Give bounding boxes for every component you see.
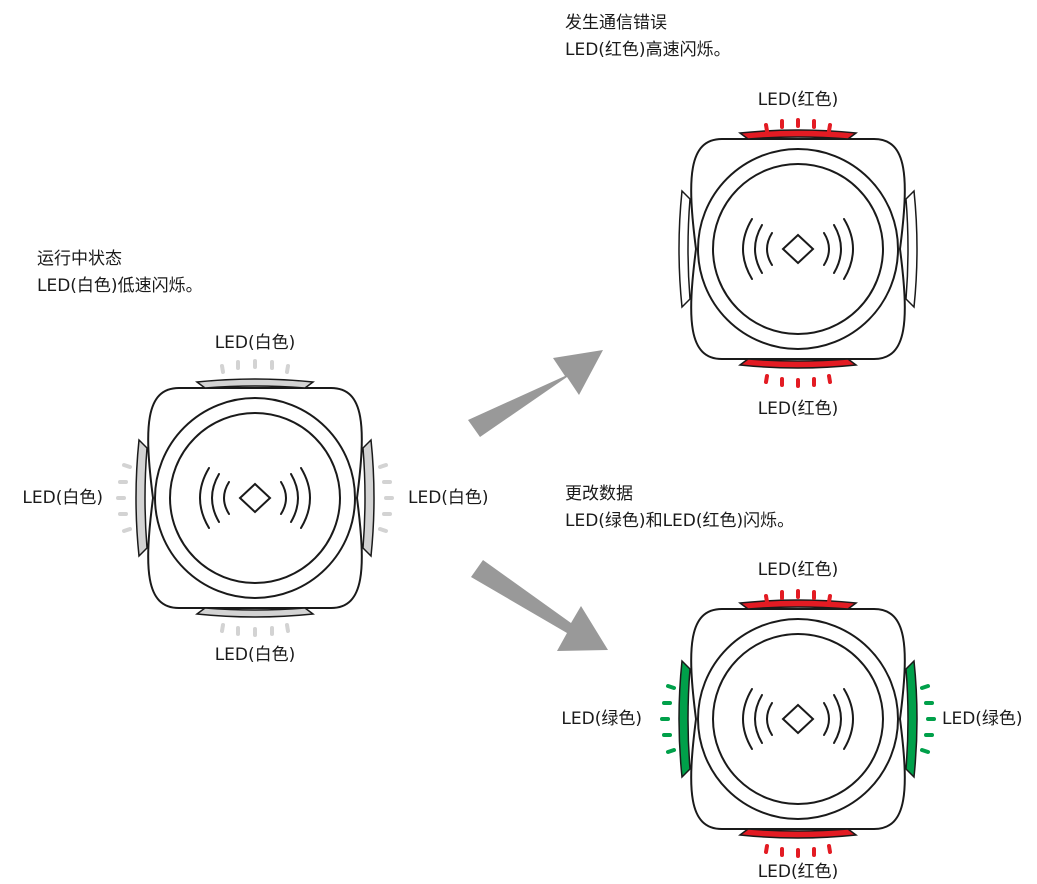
data-change-caption: 更改数据 LED(绿色)和LED(红色)闪烁。 xyxy=(565,481,794,535)
data-change-left-label: LED(绿色) xyxy=(561,709,642,729)
led-top xyxy=(738,129,858,140)
running-bottom-label: LED(白色) xyxy=(214,645,296,665)
device-data-change xyxy=(678,599,918,839)
device-comm-error xyxy=(678,129,918,369)
data-change-desc: LED(绿色)和LED(红色)闪烁。 xyxy=(565,511,795,531)
running-desc: LED(白色)低速闪烁。 xyxy=(37,276,203,296)
running-title: 运行中状态 xyxy=(37,249,122,269)
led-bottom xyxy=(738,358,858,369)
comm-error-caption: 发生通信错误 LED(红色)高速闪烁。 xyxy=(565,10,731,64)
nfc-icon xyxy=(742,218,854,280)
device-running xyxy=(135,378,375,618)
nfc-icon xyxy=(199,467,311,529)
running-right-label: LED(白色) xyxy=(408,488,489,508)
comm-error-desc: LED(红色)高速闪烁。 xyxy=(565,40,731,60)
arrow-to-comm-error xyxy=(468,350,603,437)
led-bottom xyxy=(195,607,315,618)
led-top xyxy=(738,599,858,610)
led-right xyxy=(905,189,918,309)
reader-device-red xyxy=(678,129,918,369)
nfc-icon xyxy=(742,688,854,750)
data-change-right-label: LED(绿色) xyxy=(942,709,1023,729)
comm-error-title: 发生通信错误 xyxy=(565,13,667,33)
running-caption: 运行中状态 LED(白色)低速闪烁。 xyxy=(37,246,203,300)
reader-device-red-green xyxy=(678,599,918,839)
data-change-bottom-label: LED(红色) xyxy=(757,862,839,882)
led-right xyxy=(905,659,918,779)
led-left xyxy=(678,659,691,779)
comm-error-bottom-label: LED(红色) xyxy=(757,399,839,419)
led-top xyxy=(195,378,315,389)
reader-device-white xyxy=(135,378,375,618)
data-change-title: 更改数据 xyxy=(565,484,633,504)
running-top-label: LED(白色) xyxy=(214,333,296,353)
led-bottom xyxy=(738,828,858,839)
comm-error-top-label: LED(红色) xyxy=(757,90,839,110)
led-left xyxy=(678,189,691,309)
led-left xyxy=(135,438,148,558)
led-right xyxy=(362,438,375,558)
running-left-label: LED(白色) xyxy=(22,488,103,508)
arrow-to-data-change xyxy=(471,560,608,651)
data-change-top-label: LED(红色) xyxy=(757,560,839,580)
